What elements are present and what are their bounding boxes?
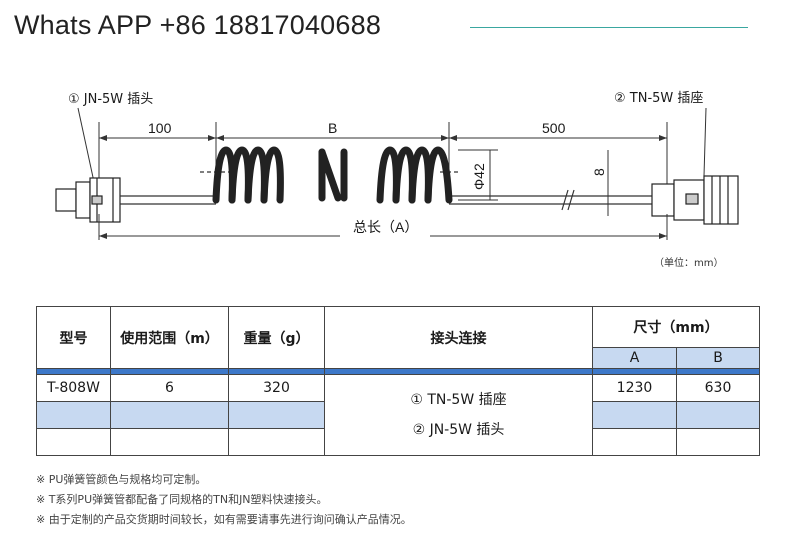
right-connector-label: ② TN-5W 插座: [614, 91, 703, 106]
th-weight: 重量（g）: [228, 306, 325, 369]
note-2: ※ T系列PU弹簧管都配备了同规格的TN和JN塑料快速接头。: [36, 493, 328, 506]
left-leader-line: [77, 107, 95, 183]
dim-middle-value: B: [328, 120, 337, 136]
coil-group-middle: [318, 148, 348, 202]
connector-2: ② JN-5W 插头: [412, 422, 505, 438]
diameter-value: Φ42: [471, 163, 487, 190]
empty-cell: [592, 401, 677, 429]
right-socket: [651, 175, 739, 225]
right-leader-line: [703, 107, 707, 177]
cell-model: T-808W: [36, 374, 111, 402]
empty-cell: [676, 428, 760, 456]
left-plug: [55, 177, 121, 223]
total-length-label-bg: [340, 220, 430, 238]
unit-note: （单位：mm）: [654, 256, 723, 269]
cell-weight: 320: [228, 374, 325, 402]
connector-1: ① TN-5W 插座: [410, 392, 507, 408]
header-title: Whats APP +86 18817040688: [14, 10, 382, 40]
dimension-arrows: [99, 135, 667, 141]
empty-cell: [110, 401, 229, 429]
notes: ※ PU弹簧管颜色与规格均可定制。 ※ T系列PU弹簧管都配备了同规格的TN和J…: [36, 470, 412, 530]
cell-connectors: ① TN-5W 插座 ② JN-5W 插头: [324, 374, 593, 456]
dim-right-value: 500: [542, 120, 566, 136]
coil-group-right: [376, 146, 453, 204]
empty-cell: [110, 428, 229, 456]
total-length-label: 总长（A）: [353, 219, 418, 235]
empty-cell: [676, 401, 760, 429]
th-connector: 接头连接: [324, 306, 593, 369]
tube-lines: [120, 171, 652, 205]
th-a: A: [592, 347, 677, 369]
cell-range: 6: [110, 374, 229, 402]
header-divider: [470, 27, 748, 28]
note-3: ※ 由于定制的产品交货期时间较长，如有需要请事先进行询问确认产品情况。: [36, 513, 412, 526]
tube-break: [561, 189, 575, 211]
coil-tube-drawing: ① JN-5W 插头 ② TN-5W 插座 100 B 500: [55, 91, 739, 269]
empty-cell: [36, 428, 111, 456]
th-size: 尺寸（mm）: [592, 306, 760, 348]
empty-cell: [36, 401, 111, 429]
thickness-value: 8: [591, 168, 607, 176]
note-1: ※ PU弹簧管颜色与规格均可定制。: [36, 473, 207, 486]
cell-b: 630: [676, 374, 760, 402]
empty-cell: [228, 428, 325, 456]
th-model: 型号: [36, 306, 111, 369]
cell-a: 1230: [592, 374, 677, 402]
left-connector-label: ① JN-5W 插头: [68, 92, 153, 107]
spec-table: 型号 使用范围（m） 重量（g） 接头连接 尺寸（mm） A B T-808W …: [36, 306, 760, 456]
empty-cell: [592, 428, 677, 456]
empty-cell: [228, 401, 325, 429]
diameter-dimension: [458, 149, 498, 201]
dim-left-value: 100: [148, 120, 172, 136]
th-range: 使用范围（m）: [110, 306, 229, 369]
total-length-arrows: [99, 233, 667, 239]
th-b: B: [676, 347, 760, 369]
coil-group-left: [212, 146, 284, 204]
